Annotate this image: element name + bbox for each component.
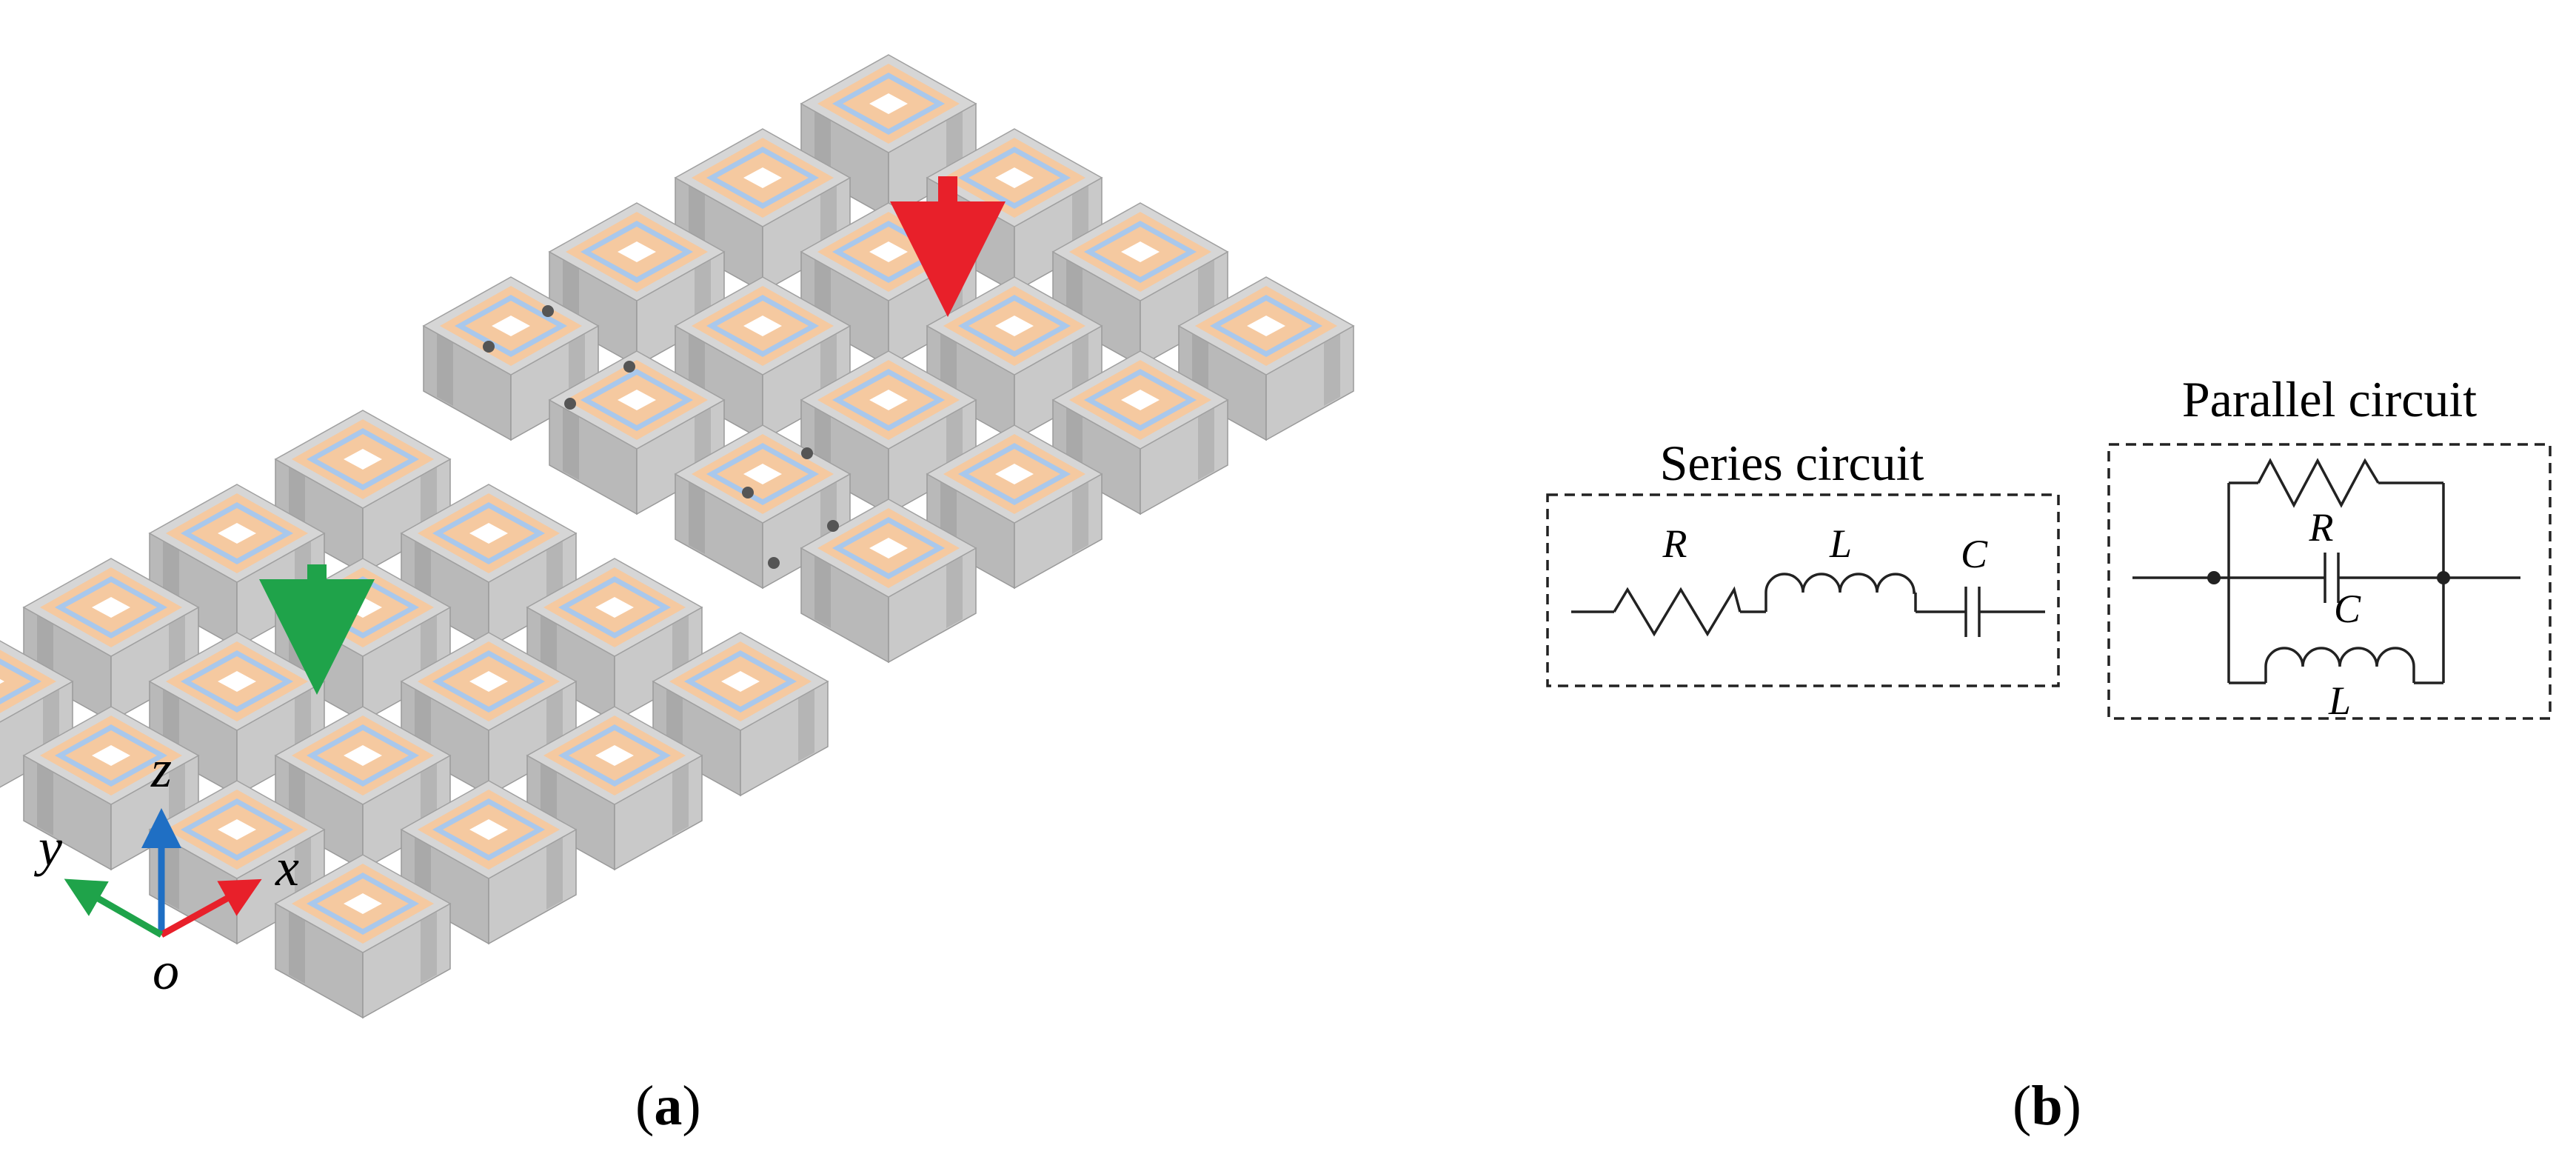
- unit-cell: [274, 410, 452, 575]
- series-l-label: L: [1829, 521, 1852, 566]
- unit-cell: [548, 350, 726, 516]
- z-axis-label: z: [150, 739, 172, 798]
- resistor-symbol: [1613, 586, 1742, 637]
- unit-cell: [400, 484, 578, 649]
- panel-label-a: (a): [635, 1075, 701, 1137]
- x-axis-label: x: [275, 838, 299, 897]
- unit-cell: [274, 706, 452, 871]
- unit-cell: [1051, 202, 1229, 367]
- unit-cell: [1051, 350, 1229, 516]
- junction-right: [2437, 571, 2450, 584]
- series-r-label: R: [1662, 521, 1687, 566]
- unit-cell: [400, 780, 578, 945]
- coordinate-axes: z x y o: [33, 739, 299, 1001]
- parallel-c-label: C: [2334, 587, 2361, 631]
- unit-cell: [526, 706, 703, 871]
- series-circuit-box: [1546, 493, 2060, 687]
- y-axis-arrow: [64, 878, 164, 938]
- unit-cell: [22, 706, 200, 871]
- origin-label: o: [153, 941, 179, 1001]
- unit-cell: [800, 498, 977, 664]
- continuation-dots: [483, 305, 839, 569]
- unit-cell: [526, 558, 703, 723]
- series-circuit: [1546, 493, 2060, 687]
- panel-label-b: (b): [2013, 1075, 2081, 1137]
- unit-cell: [800, 350, 977, 516]
- metasurface-array-upper: [422, 54, 1355, 664]
- x-axis-arrow: [159, 878, 262, 938]
- parallel-inductor-symbol: [2264, 647, 2415, 667]
- unit-cell: [674, 128, 852, 293]
- unit-cell: [148, 484, 326, 649]
- unit-cell: [674, 424, 852, 590]
- inductor-symbol: [1764, 573, 1916, 594]
- parallel-resistor-symbol: [2257, 458, 2380, 508]
- junction-left: [2207, 571, 2221, 584]
- unit-cell: [548, 202, 726, 367]
- unit-cell: [1177, 276, 1355, 441]
- series-c-label: C: [1961, 532, 1988, 576]
- unit-cell: [274, 854, 452, 1019]
- parallel-circuit-title: Parallel circuit: [2182, 371, 2477, 427]
- parallel-l-label: L: [2328, 678, 2351, 723]
- parallel-circuit: [2107, 443, 2552, 720]
- unit-cell: [148, 780, 326, 945]
- unit-cell: [926, 424, 1103, 590]
- series-circuit-title: Series circuit: [1660, 435, 1924, 491]
- y-axis-label: y: [33, 818, 62, 877]
- parallel-r-label: R: [2309, 505, 2334, 550]
